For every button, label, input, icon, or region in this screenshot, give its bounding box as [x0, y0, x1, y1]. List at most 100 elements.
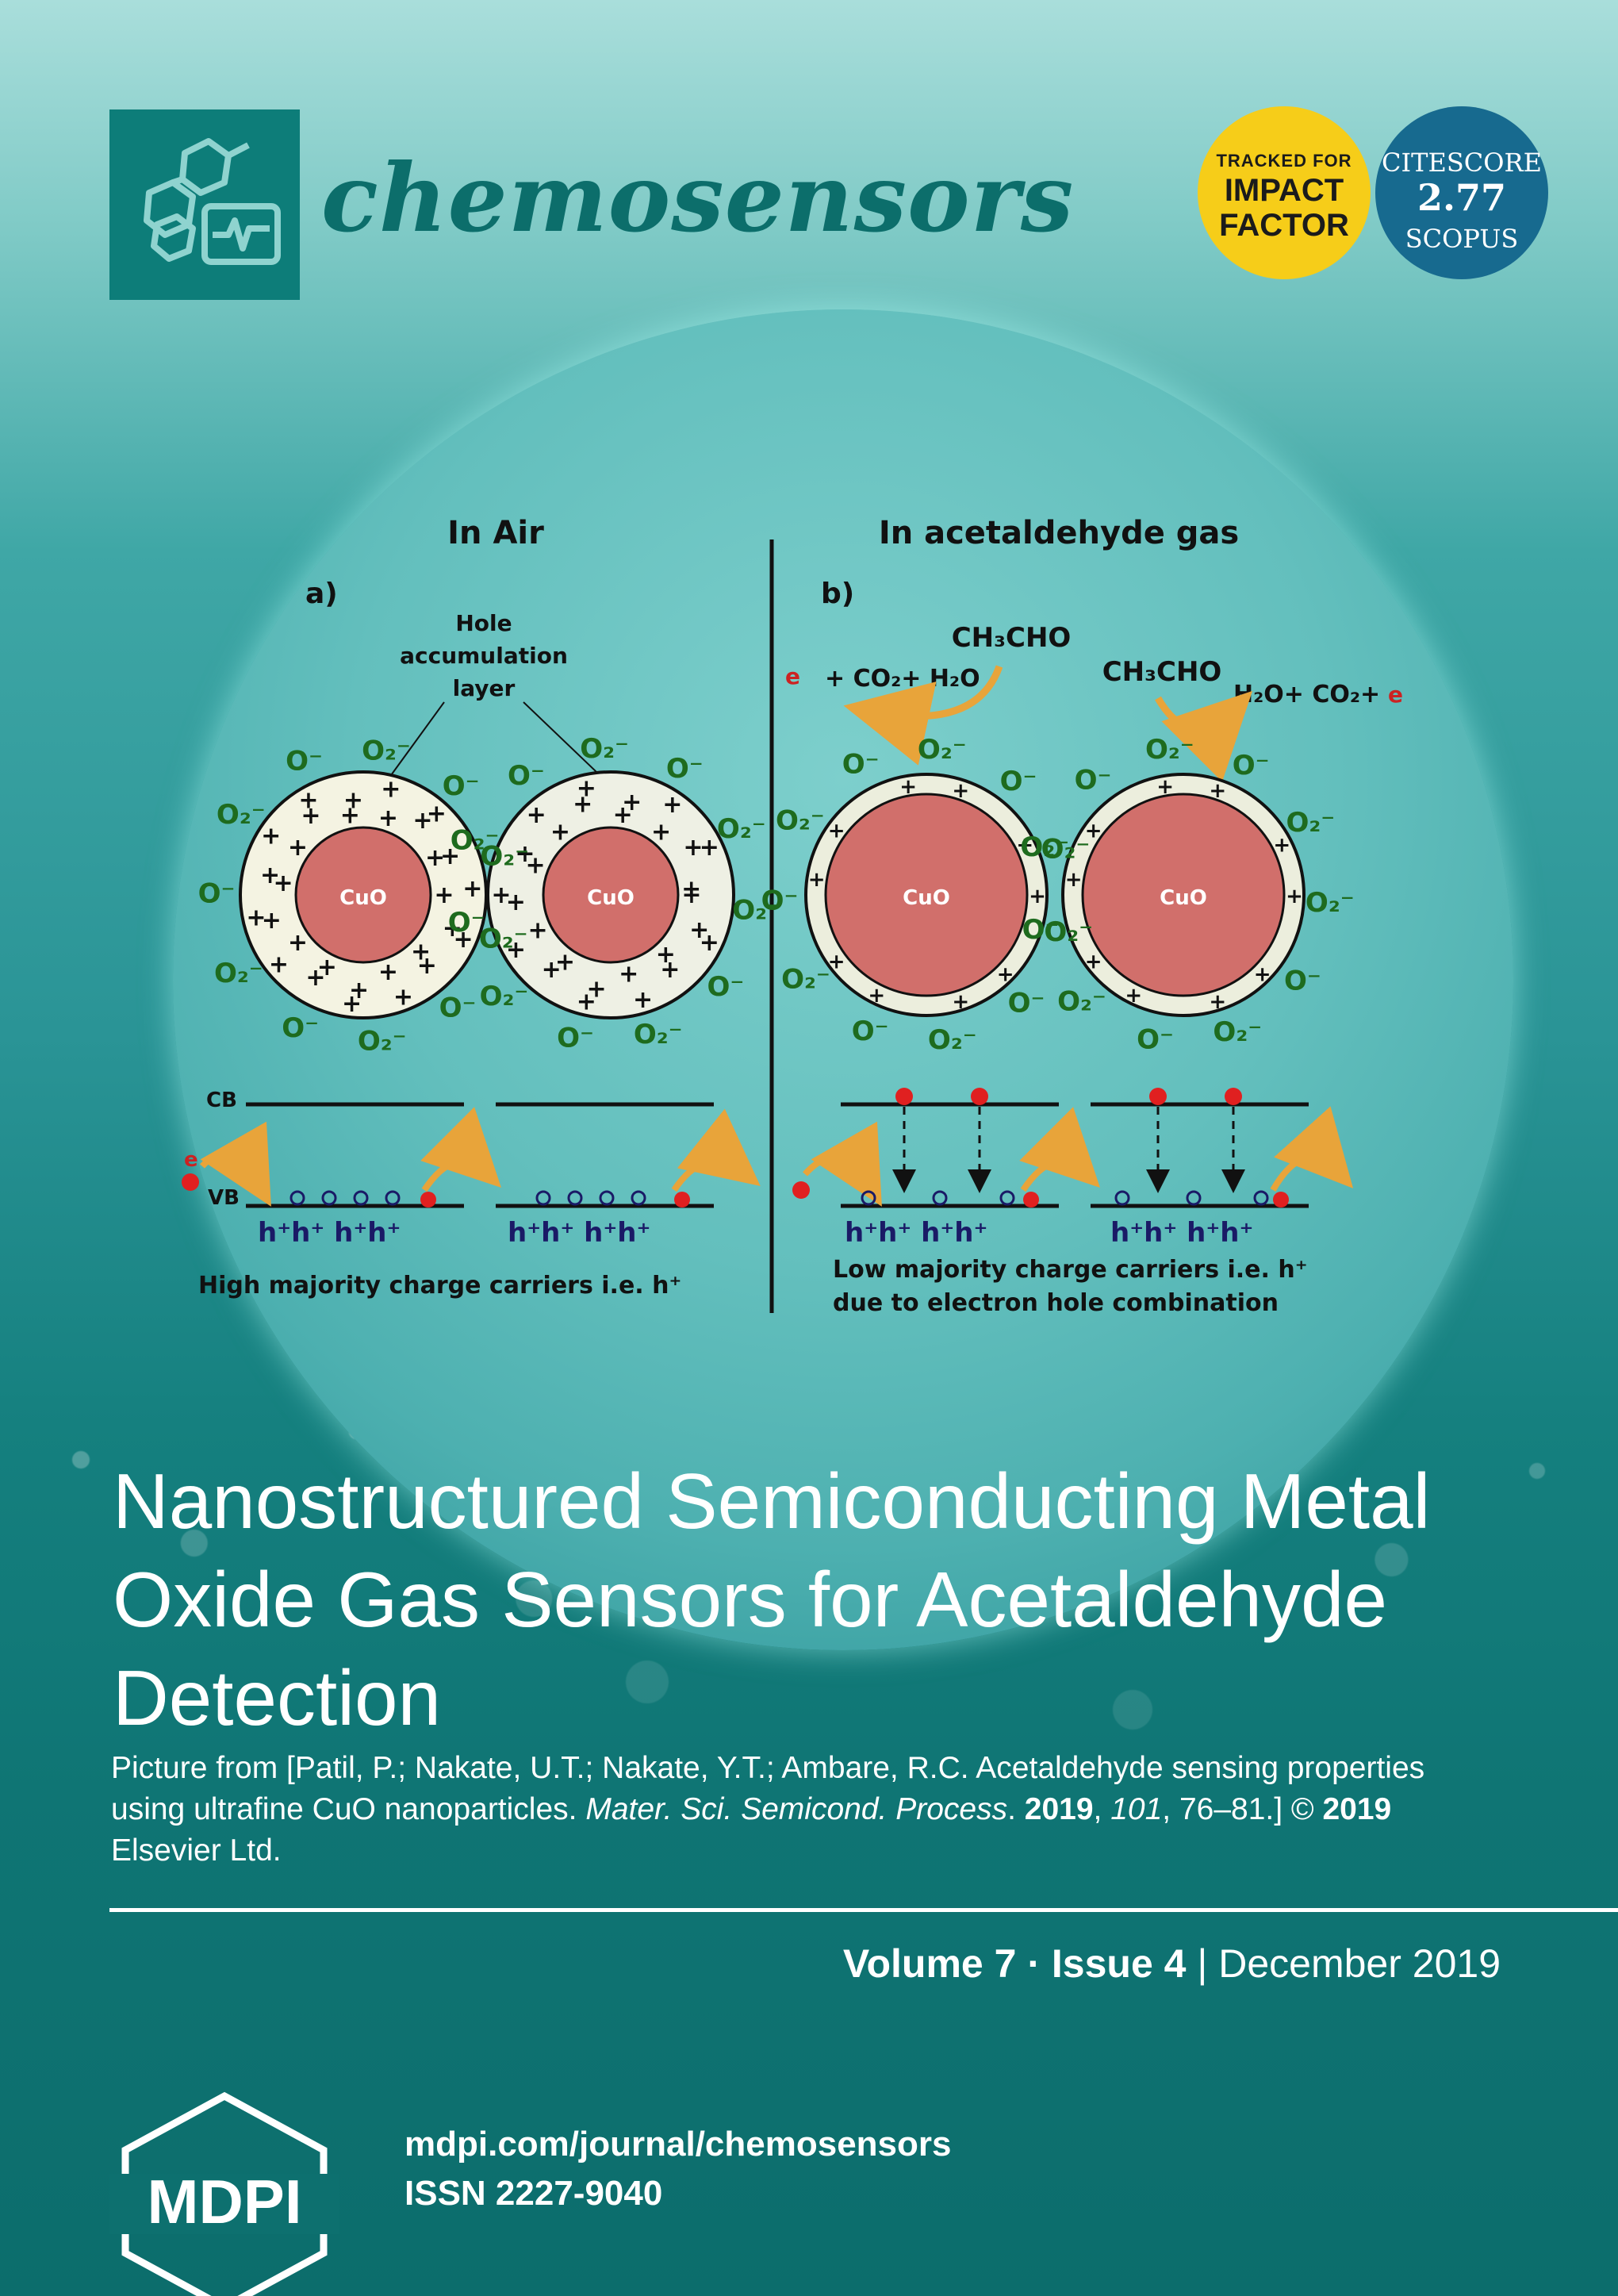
hole-plus: +: [1065, 868, 1083, 892]
badge-factor-line: FACTOR: [1219, 208, 1349, 243]
hole-plus: +: [681, 875, 701, 903]
oxygen-ion: O₂⁻: [1020, 831, 1069, 863]
oxygen-ion: O₂⁻: [358, 1026, 407, 1058]
hole-plus: +: [660, 956, 680, 984]
hole-plus: +: [587, 976, 607, 1004]
hole-plus: +: [260, 862, 280, 889]
hole-plus: +: [506, 936, 526, 964]
credit-pages: , 76–81.] ©: [1162, 1792, 1323, 1826]
oxygen-ion: O₂⁻: [1057, 986, 1106, 1018]
hole-plus: +: [952, 779, 969, 803]
hole-circles: [289, 1190, 646, 1206]
panel-b-label: b): [821, 578, 854, 610]
hole-plus: +: [411, 939, 431, 966]
hole-plus: +: [700, 834, 719, 862]
hole-plus: +: [1286, 885, 1303, 908]
annotation-line-3: layer: [453, 675, 516, 701]
oxygen-ion: O⁻: [1000, 766, 1037, 797]
hole-plus: +: [343, 787, 363, 815]
electron-hop-arrow: [420, 1107, 501, 1192]
hole-plus: +: [274, 870, 293, 897]
electron-hop-arrow: [1270, 1106, 1354, 1192]
electron-label: e: [785, 663, 800, 689]
oxygen-ion: O₂⁻: [1145, 734, 1194, 766]
electron-hop-arrow: [803, 1121, 882, 1207]
oxygen-ion: O⁻: [707, 971, 744, 1003]
hole-plus: +: [1085, 950, 1102, 973]
hole-plus: +: [1016, 834, 1033, 858]
hole-plus: +: [619, 960, 638, 988]
reaction-right: H₂O+ CO₂+: [1233, 681, 1380, 708]
oxygen-ion: O₂⁻: [580, 733, 629, 765]
hole-plus: +: [1209, 990, 1226, 1014]
hole-plus: +: [288, 929, 308, 957]
oxygen-ion: O⁻: [286, 746, 323, 777]
hole-plus: +: [997, 962, 1014, 986]
oxygen-ion: O⁻: [448, 907, 485, 939]
journal-links: mdpi.com/journal/chemosensors ISSN 2227-…: [404, 2120, 952, 2218]
electron-hop-arrow: [199, 1121, 271, 1207]
hole-plus: +: [622, 789, 642, 816]
electron-label: e: [1388, 682, 1403, 708]
hole-plus: +: [378, 958, 398, 986]
hole-plus: +: [342, 990, 362, 1018]
oxygen-ion: O₂⁻: [1044, 916, 1093, 948]
oxygen-ion: O⁻: [852, 1016, 889, 1047]
hole-plus: +: [288, 834, 308, 862]
citescore-value: 2.77: [1417, 176, 1507, 219]
hole-plus: +: [462, 875, 482, 903]
oxygen-ion: O₂⁻: [214, 958, 263, 989]
hole-plus: +: [506, 889, 526, 916]
oxygen-ion: O₂⁻: [918, 734, 967, 766]
oxygen-ion: O₂⁻: [480, 840, 529, 872]
journal-url[interactable]: mdpi.com/journal/chemosensors: [404, 2125, 952, 2164]
oxygen-ion: O⁻: [1233, 750, 1270, 781]
credit-volume: 101: [1110, 1792, 1163, 1826]
hole-plus: +: [681, 881, 701, 909]
hole-plus: +: [381, 776, 401, 804]
hole-plus: +: [542, 956, 562, 984]
cuo-label: CuO: [1160, 886, 1207, 910]
credit-text: Picture from [Patil, P.; Nakate, U.T.; N…: [111, 1751, 1425, 1826]
issn: ISSN 2227-9040: [404, 2174, 663, 2213]
badge-impact-line: IMPACT: [1224, 173, 1344, 208]
impact-factor-badge: TRACKED FOR IMPACT FACTOR: [1198, 106, 1371, 279]
reaction-arrow: [843, 665, 1003, 766]
oxygen-ion: O⁻: [842, 749, 880, 781]
hole-carriers: h⁺h⁺ h⁺h⁺: [1110, 1217, 1253, 1249]
oxygen-ion: O₂⁻: [781, 964, 830, 996]
hole-plus: +: [555, 948, 575, 976]
electron-dot: [674, 1192, 690, 1208]
panel-a-heading: In Air: [447, 515, 544, 551]
hole-plus: +: [633, 986, 653, 1014]
hole-plus: +: [417, 952, 437, 980]
hole-plus-signs: ++++++++++++++++++++++++++++++++++++++++…: [246, 775, 719, 1019]
credit-copyright-year: 2019: [1322, 1792, 1392, 1826]
oxygen-ion: O₂⁻: [776, 805, 825, 837]
hole-plus: +: [828, 950, 845, 973]
hole-circles: [861, 1190, 1269, 1206]
credit-journal: Mater. Sci. Semicond. Process: [585, 1792, 1008, 1826]
badge-impact-text: IMPACT FACTOR: [1198, 173, 1371, 243]
oxygen-ion: O₂⁻: [1213, 1016, 1262, 1048]
hole-plus: +: [526, 852, 546, 880]
oxygen-ion: O₂⁻: [1041, 834, 1091, 866]
oxygen-ion: O₂⁻: [479, 923, 528, 955]
cuo-label: CuO: [587, 886, 635, 910]
cb-label: CB: [206, 1088, 237, 1112]
electron-label: e: [184, 1148, 198, 1172]
dot-separator: ·: [1016, 1941, 1052, 1986]
hole-plus: +: [1209, 779, 1226, 803]
oxygen-ion: O⁻: [439, 993, 477, 1024]
oxygen-ion: O₂⁻: [634, 1019, 683, 1050]
recombination-arrows: [892, 1107, 1245, 1193]
issue-number: Issue 4: [1051, 1941, 1187, 1986]
hole-plus: +: [1254, 962, 1271, 986]
hole-plus: +: [305, 964, 325, 992]
issue-date: December 2019: [1218, 1941, 1501, 1986]
hole-plus: +: [412, 807, 432, 835]
panel-b-caption-line-2: due to electron hole combination: [833, 1289, 1279, 1317]
hole-plus: +: [527, 801, 546, 829]
hole-plus: +: [515, 840, 535, 868]
credit-year: 2019: [1024, 1792, 1094, 1826]
